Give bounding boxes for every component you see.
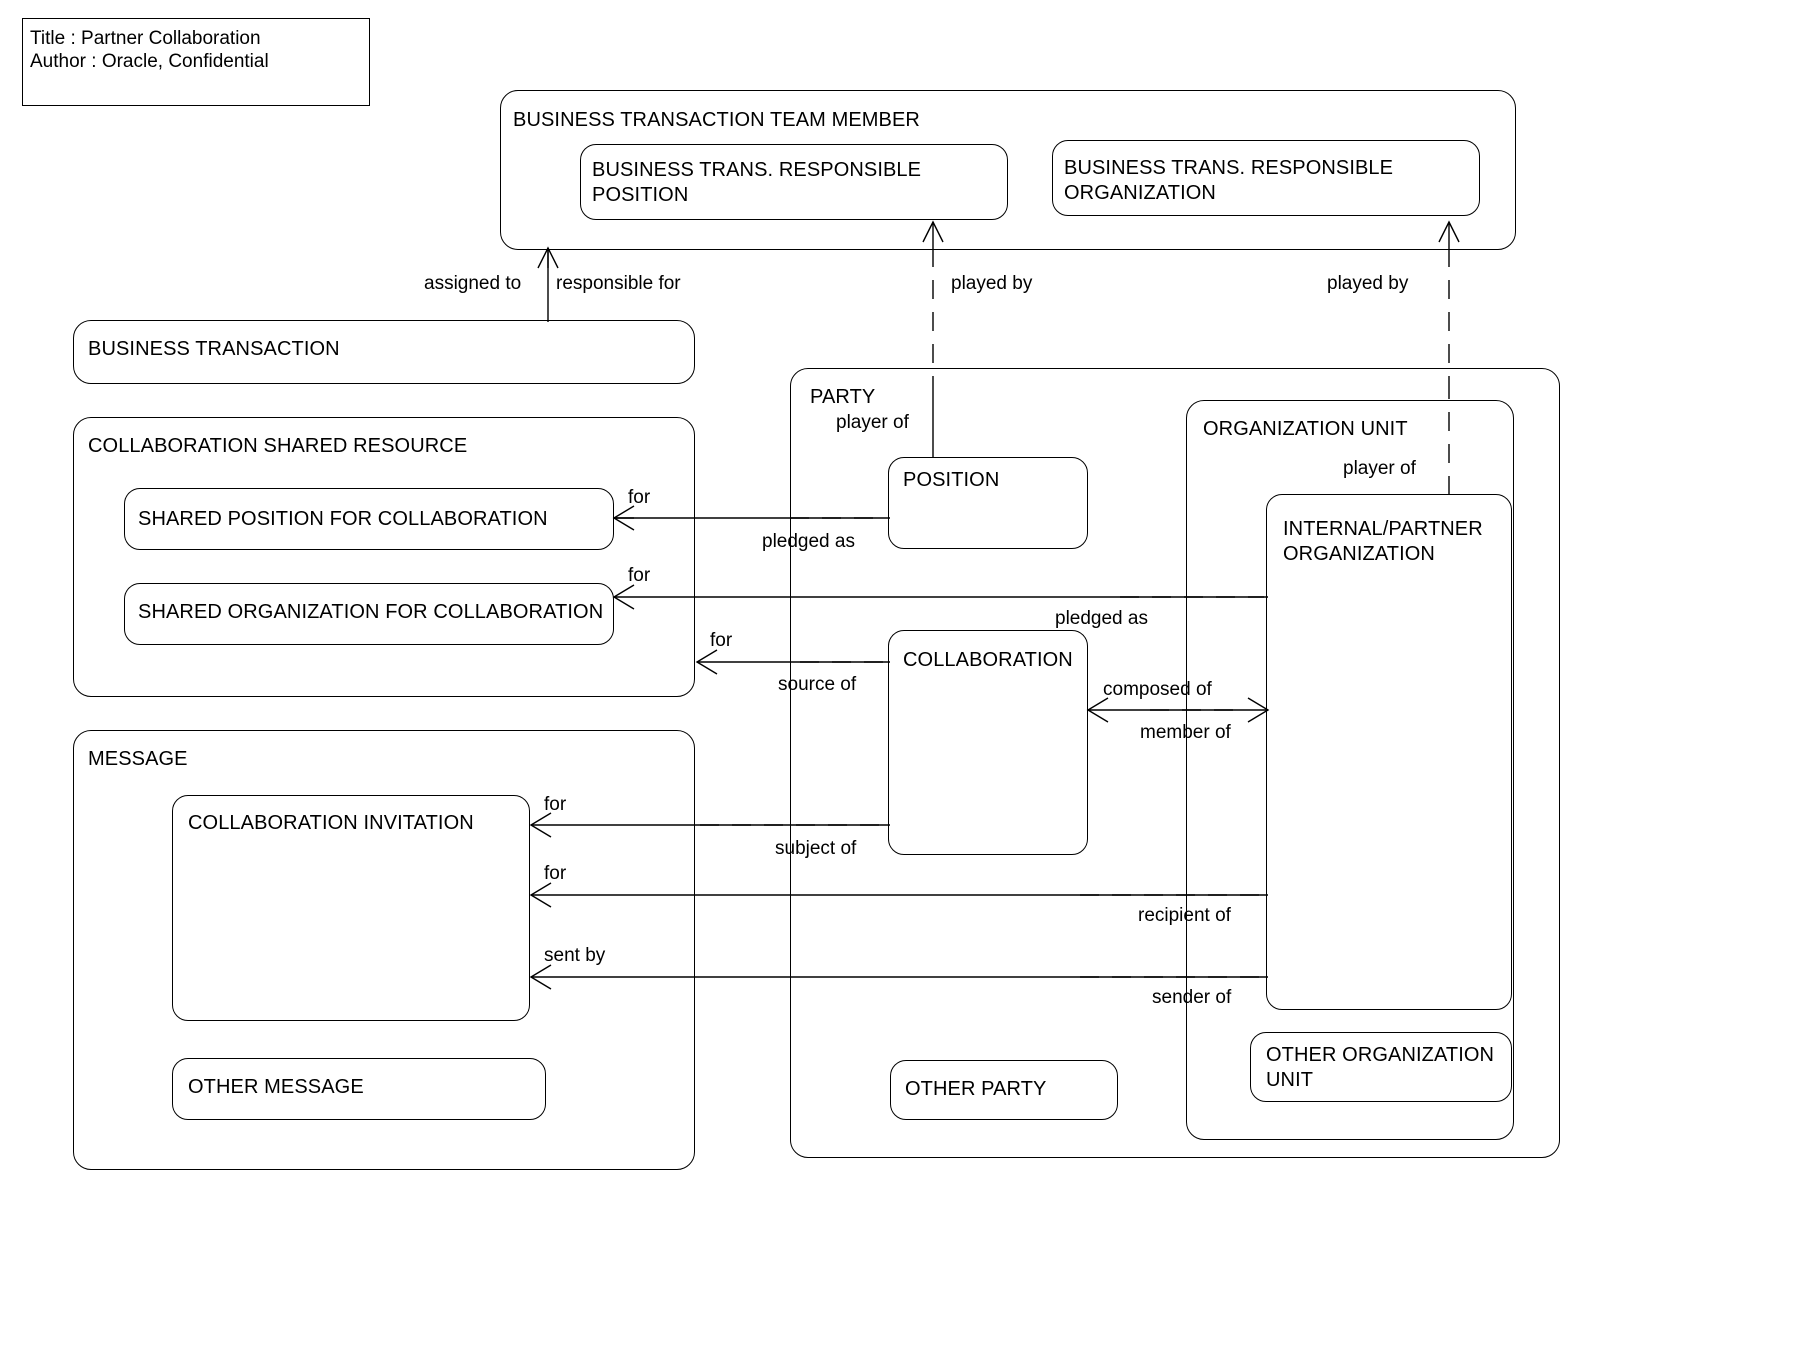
rel-label-sent-by: sent by — [544, 945, 606, 966]
entity-label-other-party: OTHER PARTY — [905, 1078, 1047, 1100]
entity-collaboration[interactable] — [888, 630, 1088, 855]
entity-message[interactable] — [73, 730, 695, 1170]
rel-label-composed-of: composed of — [1103, 679, 1212, 700]
entity-label-party: PARTY — [810, 386, 876, 408]
rel-label-for-shared-org: for — [628, 565, 651, 586]
entity-business-transaction[interactable] — [73, 320, 695, 384]
entity-business-transaction-team-member[interactable] — [500, 90, 1516, 250]
entity-business-trans-responsible-organization[interactable] — [1052, 140, 1480, 216]
author-text: Author : Oracle, Confidential — [30, 51, 269, 72]
entity-label-shared-position-for-collaboration: SHARED POSITION FOR COLLABORATION — [138, 508, 548, 530]
title-text: Title : Partner Collaboration — [30, 28, 261, 49]
entity-organization-unit[interactable] — [1186, 400, 1514, 1140]
rel-label-for-invitation-2: for — [544, 863, 567, 884]
entity-internal-partner-organization[interactable] — [1266, 494, 1512, 1010]
rel-label-pledged-as-pos: pledged as — [762, 531, 855, 552]
rel-label-assigned-to: assigned to — [424, 273, 522, 294]
entity-other-organization-unit[interactable] — [1250, 1032, 1512, 1102]
title-block — [22, 18, 370, 106]
rel-label-recipient-of: recipient of — [1138, 905, 1231, 926]
entity-label-business-trans-responsible-organization: BUSINESS TRANS. RESPONSIBLE ORGANIZATION — [1064, 157, 1394, 204]
entity-position[interactable] — [888, 457, 1088, 549]
entity-label-position: POSITION — [903, 469, 1000, 491]
entity-label-internal-partner-organization: INTERNAL/PARTNER ORGANIZATION — [1283, 518, 1483, 565]
entity-label-shared-organization-for-collaboration: SHARED ORGANIZATION FOR COLLABORATION — [138, 601, 604, 623]
rel-label-subject-of: subject of — [775, 838, 857, 859]
entity-label-business-transaction: BUSINESS TRANSACTION — [88, 338, 340, 360]
rel-label-player-of-org: player of — [1343, 458, 1416, 479]
rel-label-member-of: member of — [1140, 722, 1231, 743]
entity-label-collaboration-invitation: COLLABORATION INVITATION — [188, 812, 474, 834]
rel-label-for-collab-src: for — [710, 630, 733, 651]
entity-label-organization-unit: ORGANIZATION UNIT — [1203, 418, 1408, 440]
entity-other-message[interactable] — [172, 1058, 546, 1120]
rel-label-for-shared-pos: for — [628, 487, 651, 508]
entity-shared-position-for-collaboration[interactable] — [124, 488, 614, 550]
rel-label-source-of: source of — [778, 674, 857, 695]
entity-label-other-message: OTHER MESSAGE — [188, 1076, 364, 1098]
rel-label-sender-of: sender of — [1152, 987, 1232, 1008]
rel-label-played-by-1: played by — [951, 273, 1033, 294]
entity-shared-organization-for-collaboration[interactable] — [124, 583, 614, 645]
rel-label-player-of-party: player of — [836, 412, 909, 433]
rel-label-played-by-2: played by — [1327, 273, 1409, 294]
entity-other-party[interactable] — [890, 1060, 1118, 1120]
entity-label-other-organization-unit: OTHER ORGANIZATION UNIT — [1266, 1044, 1495, 1091]
entity-label-collaboration: COLLABORATION — [903, 649, 1073, 671]
entity-label-business-transaction-team-member: BUSINESS TRANSACTION TEAM MEMBER — [513, 109, 920, 131]
rel-label-responsible-for: responsible for — [556, 273, 681, 294]
rel-label-for-invitation-1: for — [544, 794, 567, 815]
entity-collaboration-shared-resource[interactable] — [73, 417, 695, 697]
entity-label-message: MESSAGE — [88, 748, 188, 770]
entity-business-trans-responsible-position[interactable] — [580, 144, 1008, 220]
entity-party[interactable] — [790, 368, 1560, 1158]
entity-label-business-trans-responsible-position: BUSINESS TRANS. RESPONSIBLE POSITION — [592, 159, 922, 206]
entity-collaboration-invitation[interactable] — [172, 795, 530, 1021]
entity-label-collaboration-shared-resource: COLLABORATION SHARED RESOURCE — [88, 435, 468, 457]
rel-label-pledged-as-org: pledged as — [1055, 608, 1148, 629]
